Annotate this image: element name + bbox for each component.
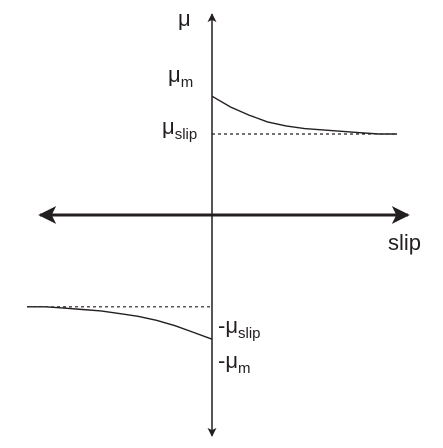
y-tick-label-neg-mu-slip: -μslip (218, 313, 261, 342)
x-axis-label: slip (388, 230, 421, 255)
y-tick-label-neg-mu-m-base: -μ (218, 348, 238, 373)
y-tick-label-mu-slip: μslip (162, 114, 197, 143)
series-line-0 (211, 95, 397, 135)
y-axis-label: μ (178, 6, 191, 31)
y-tick-label-neg-mu-m: -μm (218, 348, 251, 377)
y-tick-label-mu-m-sub: m (181, 74, 194, 91)
y-tick-label-neg-mu-slip-base: -μ (218, 313, 238, 338)
y-tick-label-neg-mu-slip-sub: slip (238, 325, 261, 342)
y-tick-label-neg-mu-m-sub: m (238, 360, 251, 377)
y-tick-label-mu-slip-base: μ (162, 114, 175, 139)
y-tick-label-mu-slip-sub: slip (175, 126, 198, 143)
series-layer (27, 95, 397, 340)
y-tick-label-mu-m-base: μ (168, 62, 181, 87)
series-line-1 (27, 306, 213, 340)
y-tick-label-mu-m: μm (168, 62, 193, 91)
